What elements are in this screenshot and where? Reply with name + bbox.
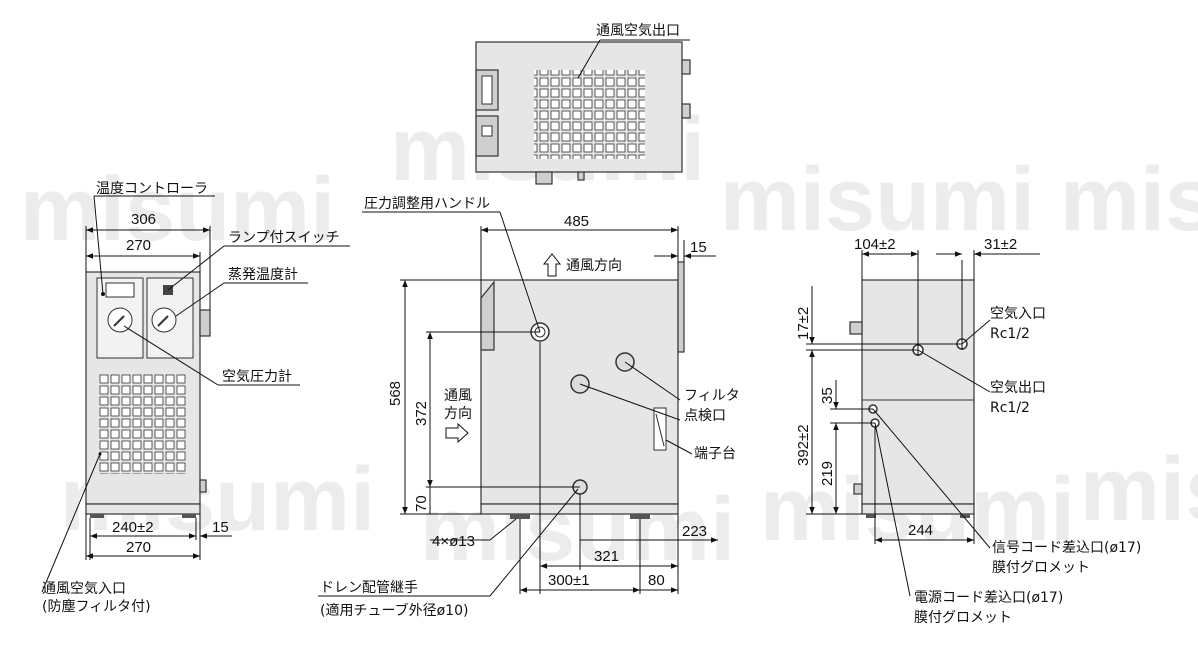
dim-rear-392: 392±2 — [795, 424, 812, 466]
dim-front-15: 15 — [212, 519, 229, 536]
label-terminal: 端子台 — [694, 446, 736, 462]
label-air-in: 空気入口 — [990, 306, 1046, 322]
label-pressure-handle: 圧力調整用ハンドル — [364, 196, 490, 212]
label-filter-1: フィルタ — [684, 388, 740, 404]
side-handle-bracket — [480, 280, 495, 351]
dim-side-568: 568 — [387, 381, 404, 406]
label-signal-2: 膜付グロメット — [992, 560, 1090, 576]
label-air-out-size: Rc1/2 — [990, 400, 1030, 416]
side-view: 圧力調整用ハンドル 485 15 通風方向 568 372 70 通風 方向 フ… — [318, 196, 740, 619]
watermark: misumi — [1080, 440, 1198, 540]
dim-rear-17: 17±2 — [795, 307, 812, 340]
label-airflow-side-1: 通風 — [444, 388, 472, 404]
airflow-up-arrow-icon — [542, 253, 562, 277]
top-vent-grid — [534, 70, 645, 159]
dim-rear-244: 244 — [908, 522, 933, 539]
top-view: 通風空気出口 — [475, 23, 691, 185]
label-drain-1: ドレン配管継手 — [320, 580, 418, 596]
label-power-2: 膜付グロメット — [914, 610, 1012, 626]
front-view: 306 270 温度コントローラ ランプ付スイッチ 蒸発温度計 空気圧力計 24… — [41, 181, 350, 615]
rear-base — [861, 503, 975, 515]
dim-rear-35: 35 — [819, 387, 836, 404]
label-air-in-size: Rc1/2 — [990, 326, 1030, 342]
watermark: misumi — [720, 150, 1035, 250]
label-intake-2: (防塵フィルタ付) — [42, 598, 151, 615]
dim-front-240: 240±2 — [112, 519, 154, 536]
dim-side-372: 372 — [413, 401, 430, 426]
top-port — [681, 103, 691, 119]
dim-side-223: 223 — [682, 523, 707, 540]
dim-side-485: 485 — [564, 213, 589, 230]
dim-side-holes: 4×ø13 — [432, 533, 475, 550]
dim-side-321: 321 — [594, 548, 619, 565]
dim-side-300: 300±1 — [548, 572, 590, 589]
dim-front-270-top: 270 — [126, 237, 151, 254]
top-foot — [535, 171, 553, 185]
label-temp-controller: 温度コントローラ — [96, 181, 208, 197]
label-lamp-switch: ランプ付スイッチ — [228, 230, 340, 246]
label-filter-2: 点検口 — [684, 408, 726, 424]
label-evap-gauge: 蒸発温度計 — [228, 267, 298, 283]
dim-side-15: 15 — [690, 239, 707, 256]
dim-rear-31: 31±2 — [984, 236, 1017, 253]
label-air-out: 空気出口 — [990, 380, 1046, 396]
top-port — [681, 59, 691, 75]
label-air-gauge: 空気圧力計 — [222, 369, 292, 385]
label-intake-1: 通風空気入口 — [42, 581, 126, 597]
temp-controller-display — [105, 282, 135, 298]
label-airflow-side-2: 方向 — [444, 406, 472, 422]
front-base — [85, 503, 201, 515]
dim-rear-104: 104±2 — [854, 236, 896, 253]
label-airflow-up: 通風方向 — [566, 258, 622, 274]
dim-rear-219: 219 — [819, 461, 836, 486]
dim-side-80: 80 — [648, 572, 665, 589]
watermark: misumi — [1060, 150, 1198, 250]
label-drain-2: (適用チューブ外径ø10) — [320, 602, 468, 619]
label-signal-1: 信号コード差込口(ø17) — [992, 540, 1141, 556]
front-vent-grid — [99, 374, 187, 474]
dim-side-70: 70 — [413, 495, 430, 512]
label-power-1: 電源コード差込口(ø17) — [914, 590, 1063, 606]
watermark: misumi — [20, 160, 335, 260]
rear-view: 104±2 31±2 17±2 35 392±2 219 244 空気入口 Rc… — [795, 236, 1141, 626]
label-top-outlet: 通風空気出口 — [596, 23, 680, 39]
dim-front-306: 306 — [131, 211, 156, 228]
airflow-right-arrow-icon — [445, 422, 469, 444]
dim-front-270-bot: 270 — [126, 539, 151, 556]
